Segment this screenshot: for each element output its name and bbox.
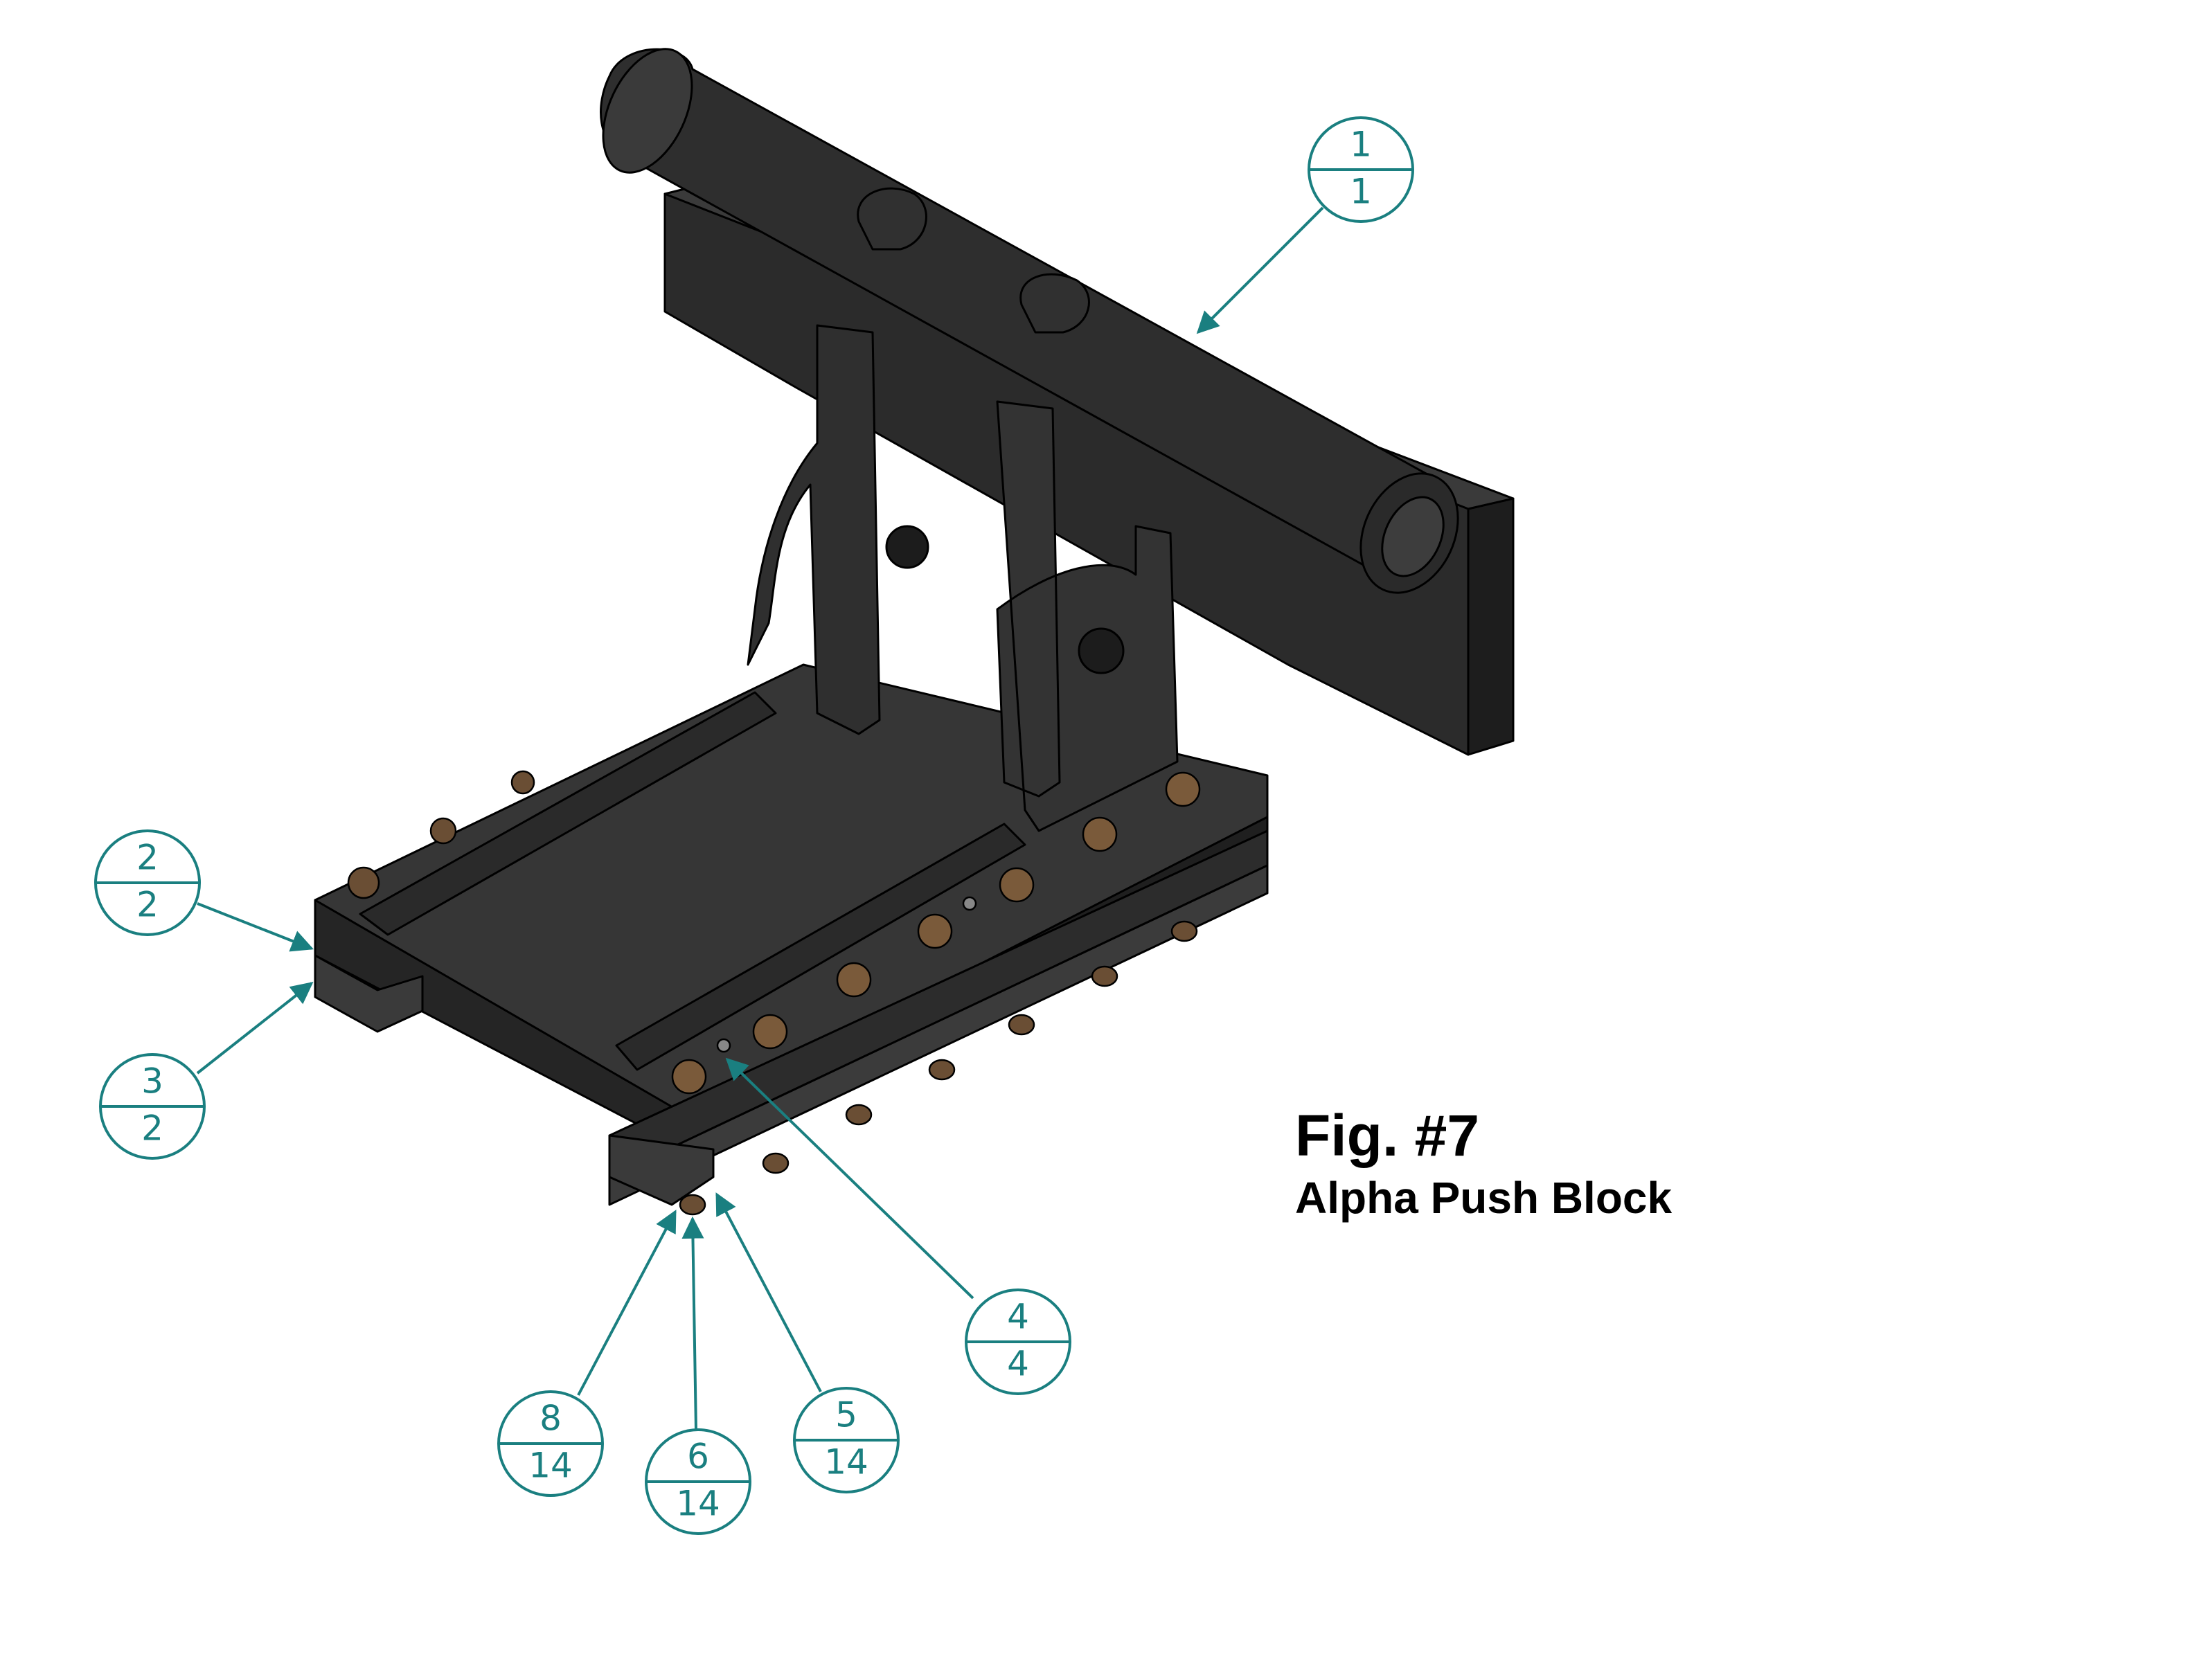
balloon-6-qty: 14 <box>676 1484 720 1524</box>
figure-subtitle: Alpha Push Block <box>1295 1173 1673 1223</box>
lug-hole-left <box>885 525 929 569</box>
balloon-6: 6 14 <box>645 1428 751 1535</box>
balloon-4-qty: 4 <box>1007 1344 1029 1384</box>
lug-plate-left <box>747 324 881 735</box>
nut <box>845 1104 873 1126</box>
bolt-head <box>429 817 457 845</box>
lug-plate-right <box>996 400 1179 832</box>
bolt-head <box>1165 771 1201 807</box>
nut <box>1008 1014 1035 1036</box>
balloon-2-qty: 2 <box>136 885 159 925</box>
bolt-head <box>510 770 535 795</box>
hook-left <box>857 187 927 251</box>
balloons: 1 1 2 2 3 2 4 4 5 14 <box>94 116 1414 1535</box>
bolt-head <box>836 962 872 998</box>
leader-8 <box>577 1210 677 1396</box>
bolt-head <box>1082 816 1118 852</box>
bolt-row-top <box>347 770 1201 1095</box>
balloon-2: 2 2 <box>94 829 201 936</box>
bolt-head <box>671 1059 707 1095</box>
balloon-5-qty: 14 <box>824 1442 868 1482</box>
leader-5 <box>715 1192 822 1392</box>
balloon-3: 3 2 <box>99 1053 206 1160</box>
balloon-2-item: 2 <box>136 838 159 878</box>
push-block-assembly <box>314 48 1515 1206</box>
nut <box>1170 920 1198 942</box>
balloon-8: 8 14 <box>497 1390 604 1497</box>
balloon-5: 5 14 <box>793 1387 900 1493</box>
nut <box>1091 965 1118 987</box>
lower-strip-bottom <box>608 864 1269 1206</box>
side-rail-right <box>615 823 1026 1071</box>
balloon-1: 1 1 <box>1308 116 1414 223</box>
nut <box>762 1152 790 1174</box>
end-block-left <box>314 954 424 1033</box>
leader-1 <box>1196 206 1324 334</box>
grease-fitting <box>716 1038 731 1053</box>
balloon-8-qty: 14 <box>528 1446 573 1486</box>
leader-6 <box>681 1216 704 1430</box>
balloon-3-item: 3 <box>141 1061 163 1102</box>
balloon-8-item: 8 <box>539 1399 562 1439</box>
figure-title: Fig. #7 <box>1295 1103 1480 1168</box>
leader-lines <box>196 206 1324 1430</box>
hook-right <box>1019 273 1090 334</box>
end-block-right <box>608 1134 715 1206</box>
balloon-4: 4 4 <box>965 1289 1071 1395</box>
back-plate-edge <box>1467 497 1515 756</box>
nut <box>679 1194 706 1216</box>
bolt-head <box>999 867 1035 903</box>
leader-4 <box>725 1057 974 1300</box>
balloon-4-item: 4 <box>1007 1297 1029 1337</box>
leader-2 <box>197 902 314 952</box>
bolt-head <box>347 866 380 899</box>
figure-caption: Fig. #7 Alpha Push Block <box>1295 1101 1672 1225</box>
nut-row-bottom <box>679 920 1198 1216</box>
side-rail-left <box>359 691 777 936</box>
balloon-1-item: 1 <box>1350 125 1372 165</box>
bolt-head <box>752 1014 788 1050</box>
shaft-end-left <box>602 48 693 174</box>
leader-3 <box>196 982 314 1075</box>
shaft-bore <box>1381 496 1445 577</box>
balloon-3-qty: 2 <box>141 1108 163 1149</box>
grease-fitting <box>962 896 977 911</box>
balloon-6-item: 6 <box>687 1437 709 1477</box>
balloon-5-item: 5 <box>835 1395 857 1435</box>
balloon-1-qty: 1 <box>1350 172 1372 212</box>
bolt-head <box>917 913 953 949</box>
nut <box>928 1059 956 1081</box>
lug-hole-right <box>1078 627 1125 674</box>
